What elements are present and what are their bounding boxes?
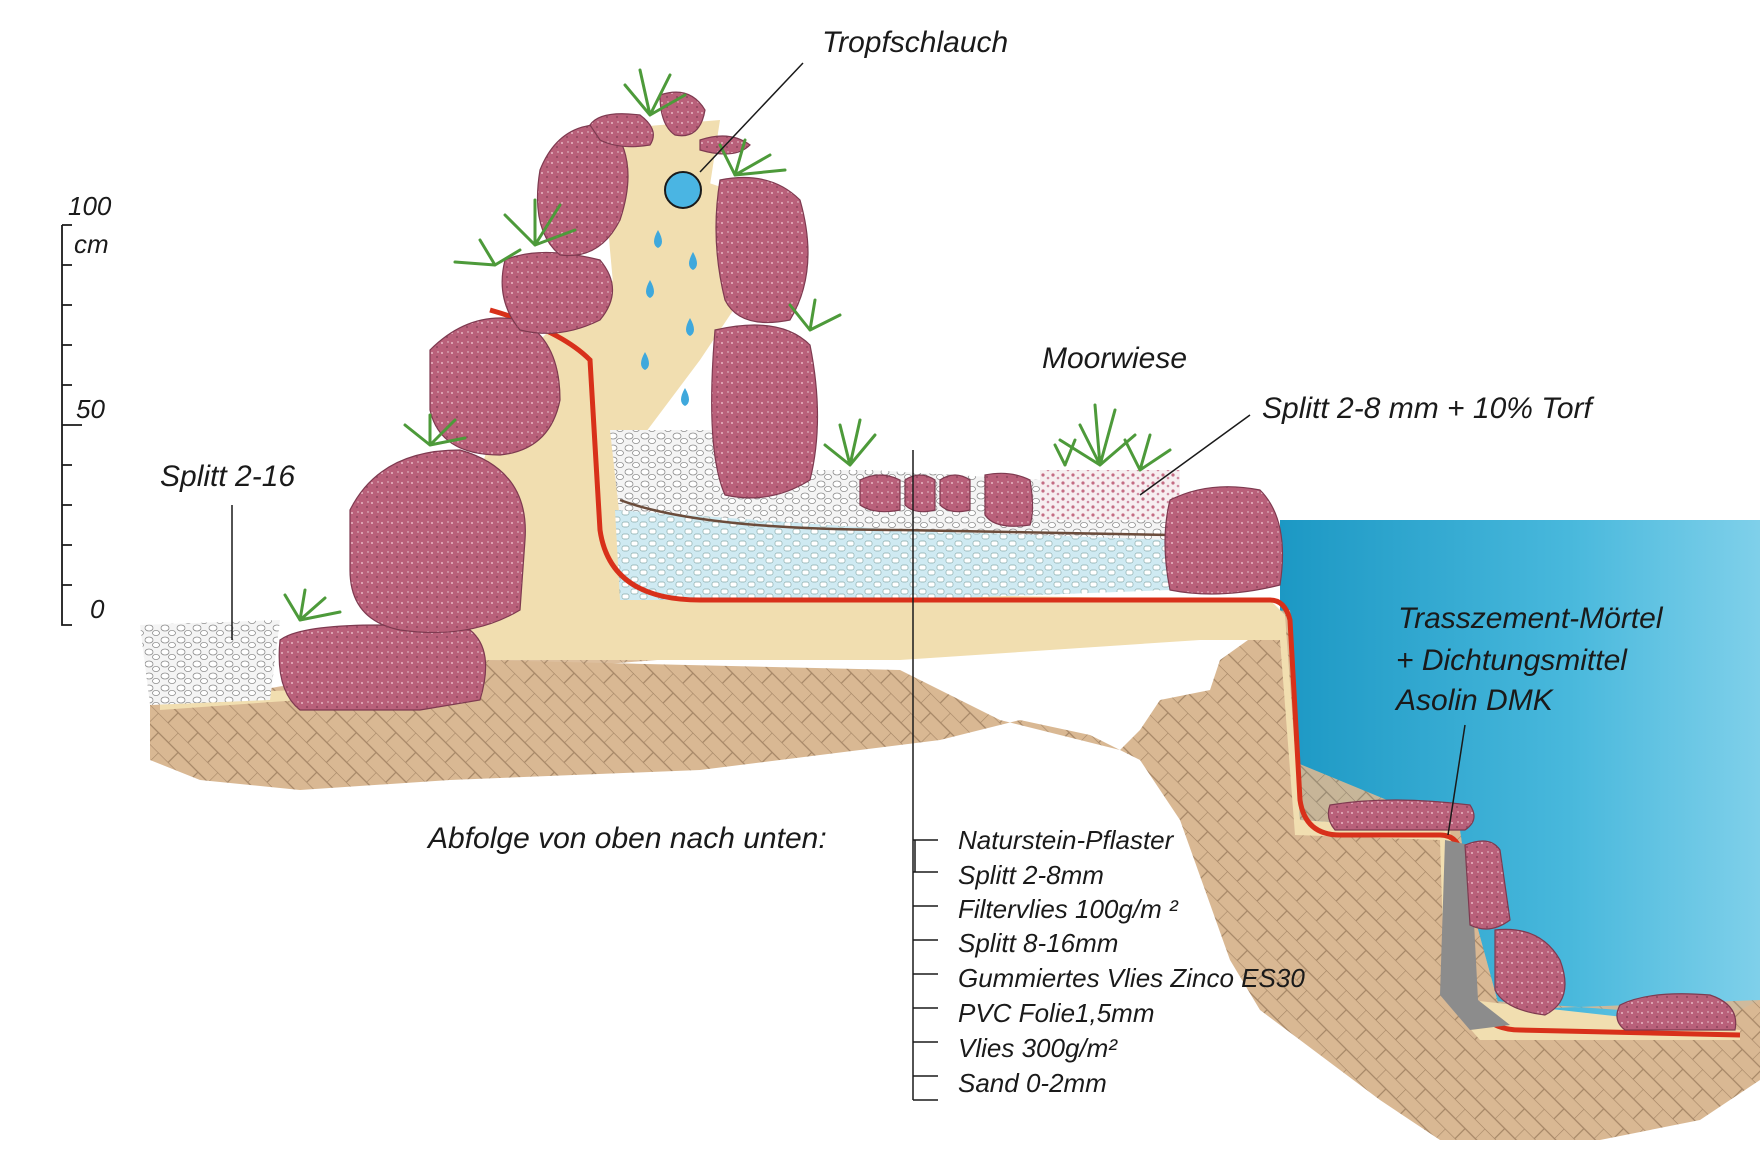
- sequence-layer: Filtervlies 100g/m ²: [958, 894, 1179, 924]
- filter-fleece-line: [619, 498, 1171, 537]
- bog-meadow-gravel: [1040, 470, 1180, 520]
- sequence-layer: Vlies 300g/m²: [958, 1033, 1118, 1063]
- drip-hose-pipe: [664, 171, 702, 209]
- plants: [283, 68, 1172, 622]
- sequence-layer: Splitt 8-16mm: [958, 928, 1118, 958]
- mortar-label-line3: Asolin DMK: [1394, 684, 1555, 717]
- leader-drip-hose: [699, 62, 804, 173]
- mortar-label-line2: + Dichtungsmittel: [1396, 644, 1628, 677]
- sequence-title: Abfolge von oben nach unten:: [426, 822, 827, 855]
- height-scale: [61, 224, 82, 626]
- scale-mid-label: 50: [76, 394, 105, 424]
- sequence-layer: Sand 0-2mm: [958, 1068, 1107, 1098]
- sequence-layer: Gummiertes Vlies Zinco ES30: [958, 963, 1305, 993]
- natural-stones: [278, 91, 1737, 1031]
- scale-top-label: 100: [68, 191, 112, 221]
- bog-meadow-label: Moorwiese: [1042, 342, 1187, 375]
- sequence-layer: Splitt 2-8mm: [958, 860, 1104, 890]
- mortar-layer: [1440, 840, 1510, 1030]
- grit-peat-label: Splitt 2-8 mm + 10% Torf: [1262, 392, 1595, 425]
- grit-left-label: Splitt 2-16: [160, 460, 295, 493]
- sequence-layer: PVC Folie1,5mm: [958, 998, 1155, 1028]
- drip-hose-label: Tropfschlauch: [822, 26, 1008, 59]
- gravel-left: [140, 620, 280, 705]
- soil-ground: [150, 610, 1760, 1140]
- sequence-bracket: [913, 839, 938, 1101]
- leader-mortar: [1447, 724, 1466, 836]
- sequence-layer-list: Naturstein-Pflaster Splitt 2-8mm Filterv…: [958, 825, 1305, 1098]
- leader-grit-peat: [1139, 414, 1251, 496]
- scale-bottom-label: 0: [90, 594, 105, 624]
- sequence-layer: Naturstein-Pflaster: [958, 825, 1175, 855]
- water-drops: [641, 230, 697, 406]
- scale-unit-label: cm: [74, 229, 109, 259]
- mortar-label-line1: Trasszement-Mörtel: [1398, 602, 1664, 635]
- gravel-basin-lower: [615, 510, 1170, 600]
